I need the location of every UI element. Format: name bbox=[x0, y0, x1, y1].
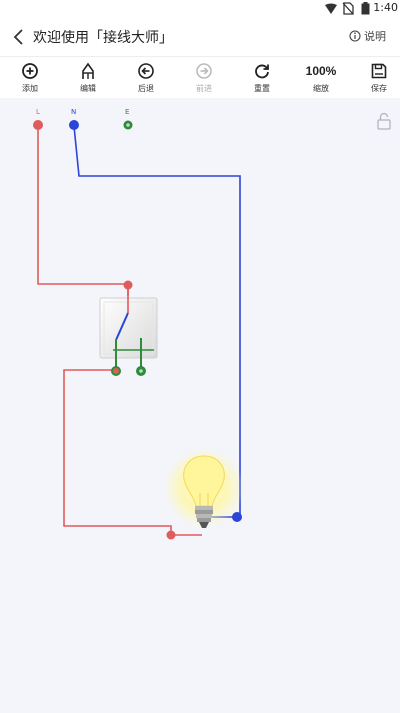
undo-label: 后退 bbox=[138, 84, 154, 93]
help-label: 说明 bbox=[364, 30, 386, 43]
switch-input-node[interactable] bbox=[123, 280, 133, 290]
toolbar: 添加 编辑 后退 前进 bbox=[0, 56, 400, 99]
zoom-label: 缩放 bbox=[313, 84, 329, 93]
circuit-diagram: L N E bbox=[33, 108, 391, 540]
status-bar: 1:40 bbox=[0, 0, 400, 18]
forward-circle-icon bbox=[196, 63, 212, 79]
wiring-canvas[interactable]: L N E bbox=[0, 98, 400, 713]
redo-button[interactable]: 前进 bbox=[182, 57, 226, 99]
info-icon bbox=[349, 30, 361, 42]
add-label: 添加 bbox=[22, 84, 38, 93]
lock-icon[interactable] bbox=[377, 112, 391, 130]
switch-output-node-1[interactable] bbox=[111, 366, 121, 376]
battery-icon bbox=[361, 2, 370, 15]
title-bar: 欢迎使用「接线大师」 说明 bbox=[0, 18, 400, 56]
add-circle-icon bbox=[22, 63, 38, 79]
save-icon bbox=[371, 63, 387, 79]
reset-button[interactable]: 重置 bbox=[240, 57, 284, 99]
bulb-live-node[interactable] bbox=[166, 530, 176, 540]
help-button[interactable]: 说明 bbox=[349, 28, 386, 44]
back-circle-icon bbox=[138, 63, 154, 79]
edit-icon bbox=[82, 62, 94, 79]
back-button[interactable] bbox=[10, 27, 30, 47]
add-button[interactable]: 添加 bbox=[8, 57, 52, 99]
edit-label: 编辑 bbox=[80, 84, 96, 93]
page-title: 欢迎使用「接线大师」 bbox=[33, 30, 173, 46]
chevron-left-icon bbox=[13, 29, 23, 45]
save-button[interactable]: 保存 bbox=[357, 57, 400, 99]
zoom-button[interactable]: 100% 缩放 bbox=[299, 57, 343, 99]
wall-switch[interactable] bbox=[99, 287, 158, 370]
edit-button[interactable]: 编辑 bbox=[66, 57, 110, 99]
terminal-earth-label: E bbox=[125, 108, 129, 116]
terminal-earth[interactable]: E bbox=[123, 108, 133, 130]
redo-label: 前进 bbox=[196, 84, 212, 93]
terminal-neutral-label: N bbox=[71, 108, 76, 116]
save-label: 保存 bbox=[371, 84, 387, 93]
bulb-neutral-node[interactable] bbox=[232, 512, 242, 522]
no-sim-icon bbox=[342, 2, 354, 15]
light-bulb[interactable] bbox=[164, 448, 244, 528]
reset-label: 重置 bbox=[254, 84, 270, 93]
terminal-neutral[interactable]: N bbox=[69, 108, 79, 130]
terminal-live-label: L bbox=[36, 108, 40, 116]
wifi-icon bbox=[325, 3, 337, 14]
status-time: 1:40 bbox=[373, 1, 398, 14]
zoom-value: 100% bbox=[305, 64, 337, 78]
switch-output-node-2[interactable] bbox=[136, 366, 146, 376]
undo-button[interactable]: 后退 bbox=[124, 57, 168, 99]
terminal-live[interactable]: L bbox=[33, 108, 43, 130]
refresh-icon bbox=[255, 64, 269, 79]
